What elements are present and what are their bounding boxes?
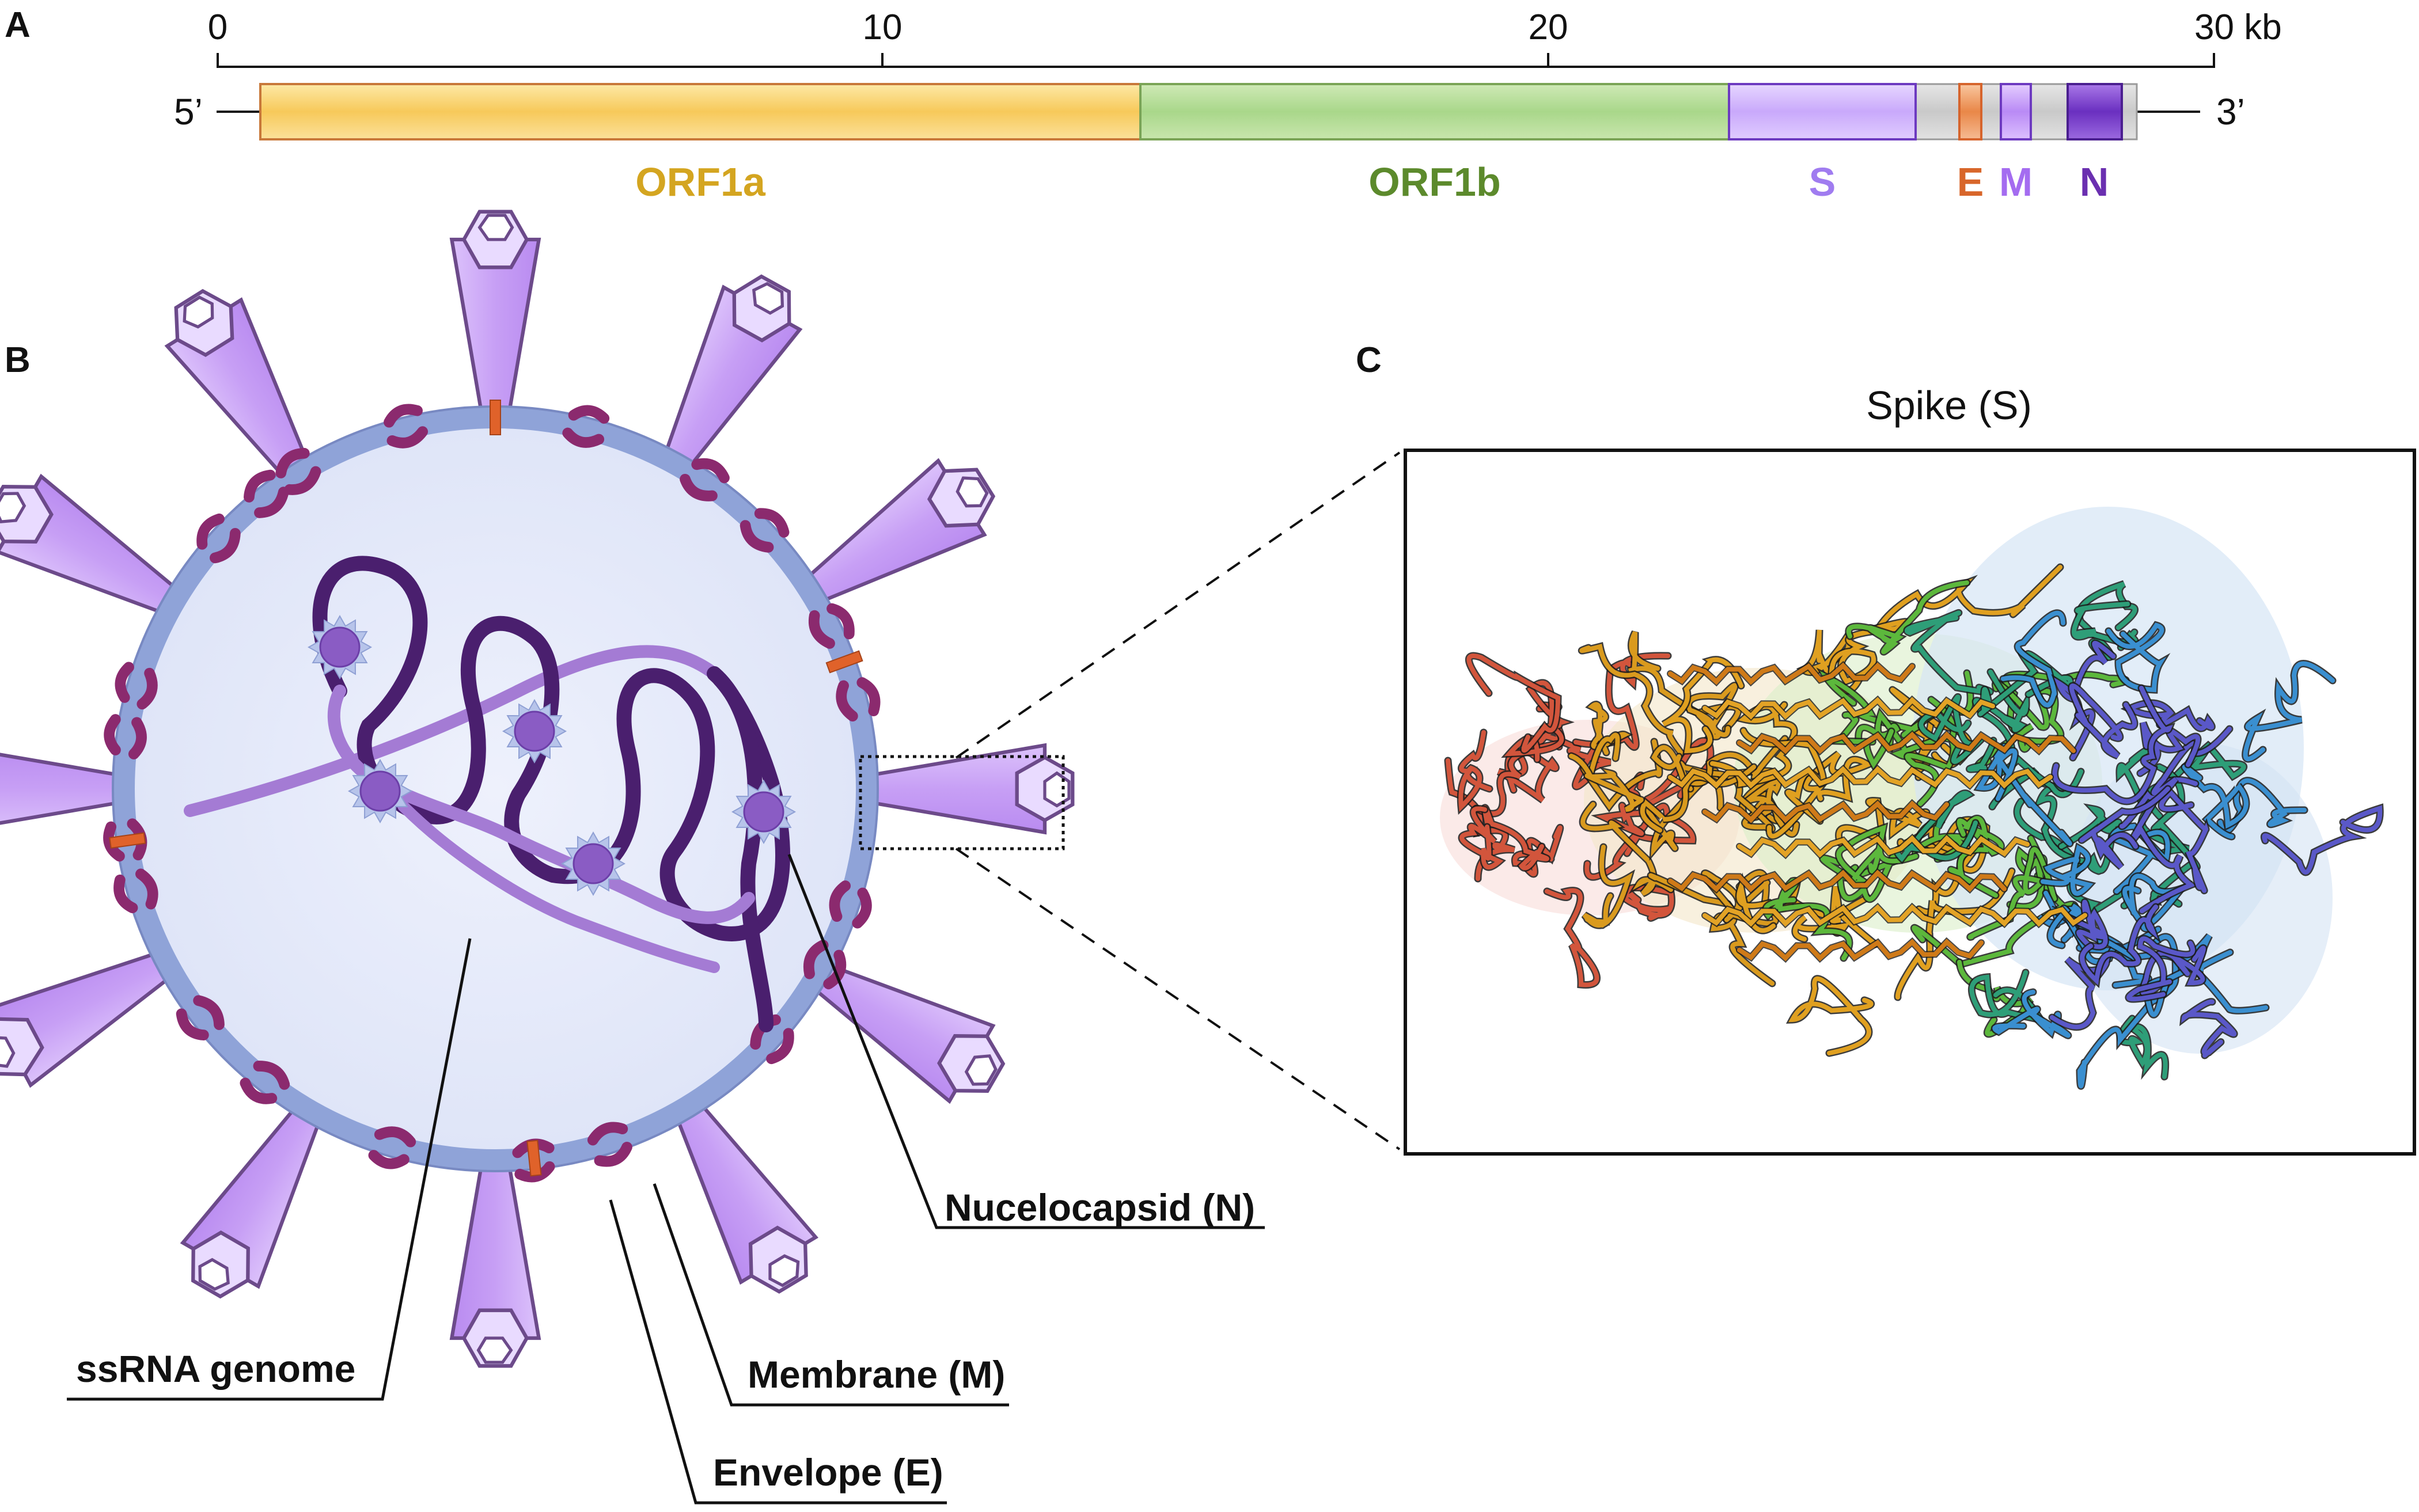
e-gene-segment [1958, 83, 1982, 140]
spike-zoom-box [859, 755, 1065, 850]
tick-label-20: 20 [1529, 7, 1568, 47]
spike-protein [452, 212, 539, 409]
tick-label-0: 0 [208, 7, 228, 47]
gene-label-e: E [1957, 159, 1984, 204]
spike-protein [169, 1096, 343, 1310]
spike-protein [642, 263, 813, 478]
panel-a-letter: A [5, 5, 31, 45]
gene-labels: ORF1a ORF1b S E M N [635, 159, 2109, 204]
nucleocapsid-protein [731, 779, 797, 845]
five-prime-label: 5’ [174, 91, 203, 132]
gene-label-s: S [1809, 159, 1836, 204]
nucleocapsid-proteins [307, 614, 797, 896]
membrane-label: Membrane (M) [748, 1353, 1005, 1396]
genome-map: 5’ 3’ [174, 83, 2245, 140]
zoom-line-bottom [955, 848, 1401, 1150]
gene-label-m: M [1999, 159, 2033, 204]
spike-structure-title: Spike (S) [1866, 383, 2032, 428]
zoom-line-top [955, 451, 1401, 759]
spike-protein [452, 1169, 539, 1366]
gene-label-n: N [2080, 159, 2109, 204]
envelope-protein [490, 400, 501, 435]
nucleocapsid-protein [502, 698, 567, 764]
n-gene-segment [2067, 83, 2123, 140]
tick-label-30kb: 30 kb [2194, 7, 2282, 47]
virion [0, 212, 1072, 1366]
three-prime-label: 3’ [2216, 91, 2245, 132]
nucleocapsid-protein [307, 614, 373, 680]
label-leaders [67, 854, 1265, 1505]
panel-b-letter: B [5, 340, 31, 380]
nucleocapsid-label: Nucelocapsid (N) [945, 1186, 1255, 1229]
orf1b-segment [1139, 83, 1730, 140]
genome-scale-axis: 0 10 20 30 kb [208, 7, 2282, 68]
m-gene-segment [2000, 83, 2032, 140]
spike-protein [0, 745, 115, 832]
envelope-label: Envelope (E) [713, 1451, 943, 1494]
tick-label-10: 10 [863, 7, 903, 47]
panel-c-letter: C [1356, 340, 1382, 380]
ssrna-genome-label: ssRNA genome [76, 1347, 355, 1390]
spike-structure-image [1440, 507, 2384, 1090]
nucleocapsid-protein [560, 831, 626, 896]
gene-label-orf1b: ORF1b [1368, 159, 1500, 204]
spike-protein [875, 745, 1072, 832]
orf1a-segment [259, 83, 1142, 140]
gene-label-orf1a: ORF1a [635, 159, 766, 204]
s-gene-segment [1728, 83, 1917, 140]
nucleocapsid-protein [347, 758, 413, 824]
